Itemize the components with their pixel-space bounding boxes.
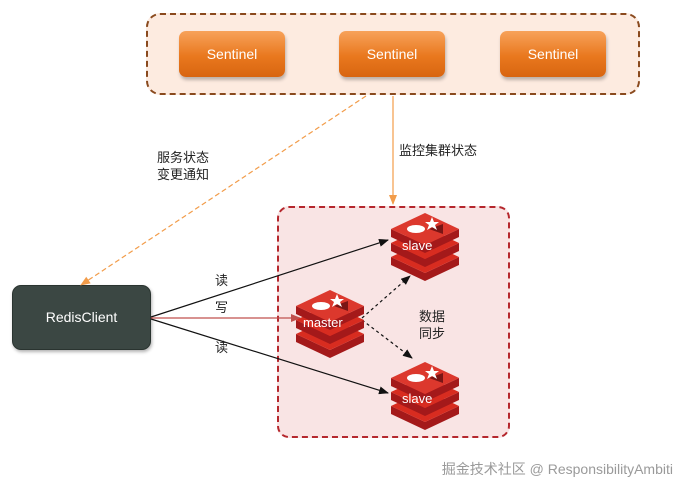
sync-label-line1: 数据 [419, 309, 446, 324]
sync-arrow-bottom [361, 319, 413, 359]
read-label-bottom: 读 [215, 340, 229, 355]
sentinel-box-1: Sentinel [179, 31, 285, 77]
sentinel-box-3: Sentinel [500, 31, 606, 77]
read-label-top: 读 [215, 273, 229, 288]
notify-label-line1: 服务状态 [157, 150, 210, 165]
read-arrow-bottom [150, 318, 389, 395]
notify-arrow [80, 95, 367, 286]
read-arrow-top [150, 238, 389, 318]
slave-top-label: slave [402, 238, 433, 253]
master-label: master [303, 315, 343, 330]
sync-label-line2: 同步 [419, 326, 446, 341]
sentinel-box-2: Sentinel [339, 31, 445, 77]
monitor-label: 监控集群状态 [399, 143, 478, 158]
notify-label-line2: 变更通知 [157, 167, 210, 182]
slave-bottom-label: slave [402, 391, 433, 406]
sync-arrow-top [361, 275, 411, 319]
watermark: 掘金技术社区 @ ResponsibilityAmbiti [441, 461, 673, 477]
redis-client-box: RedisClient [12, 285, 151, 350]
write-label: 写 [215, 300, 229, 315]
